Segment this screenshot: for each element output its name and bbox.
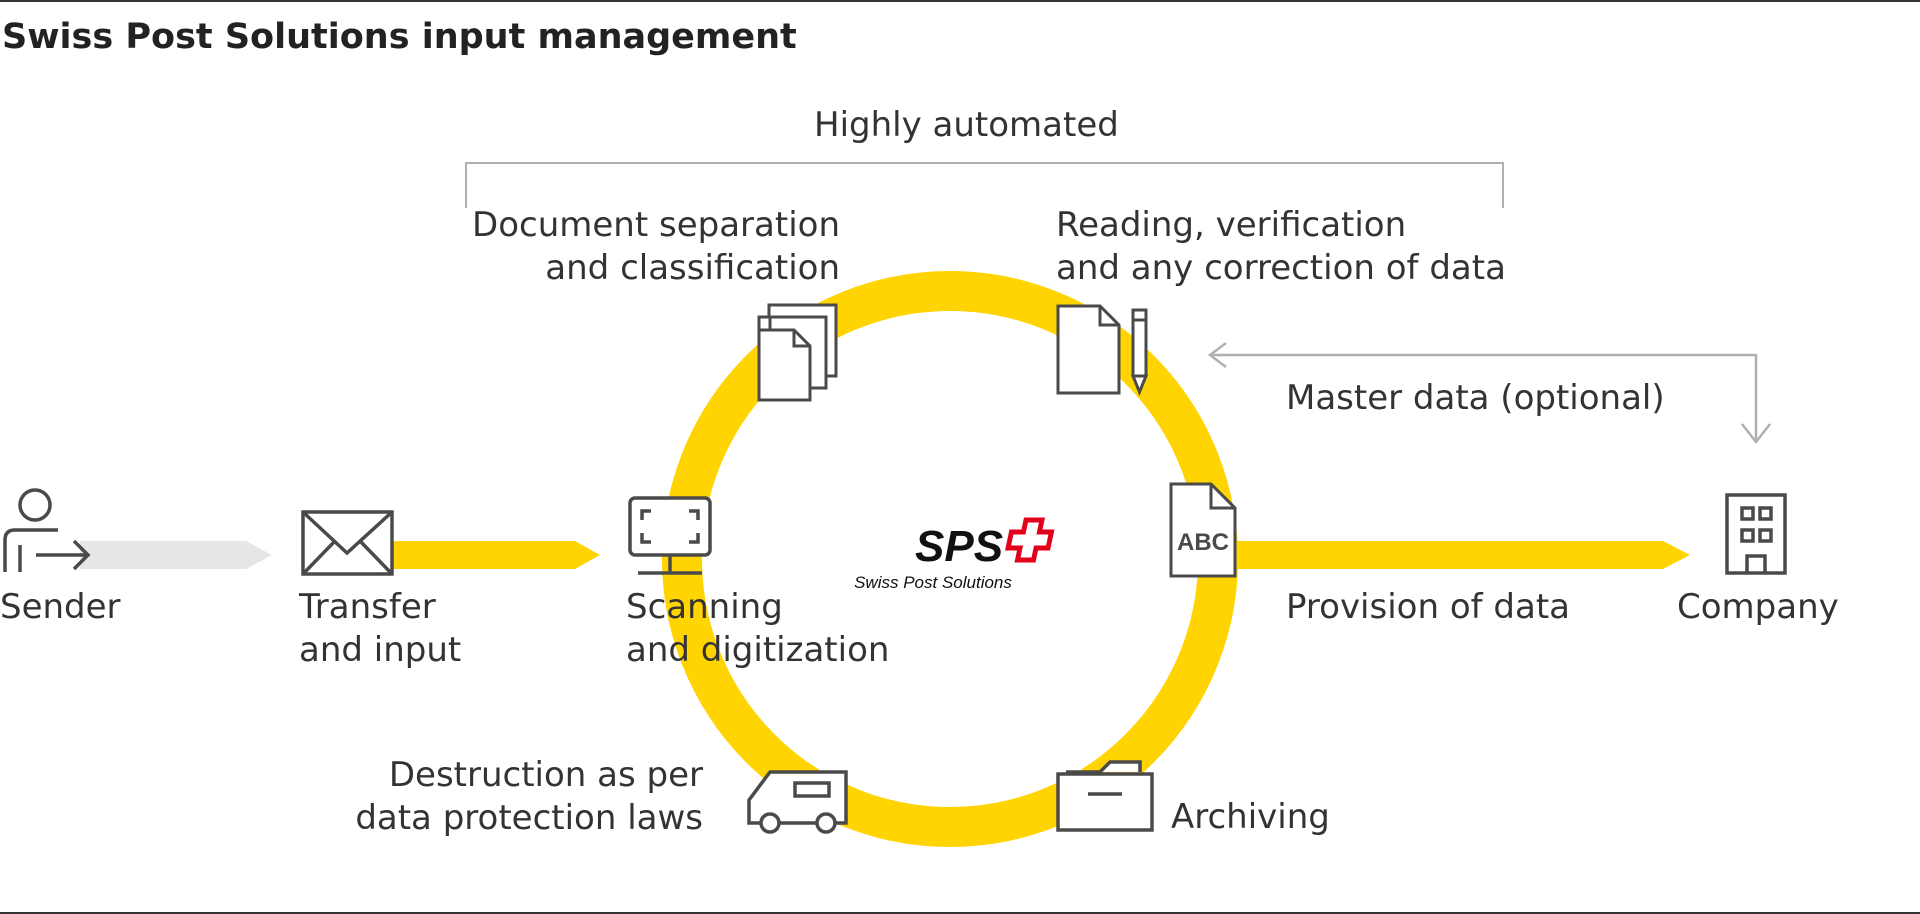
person-icon bbox=[3, 488, 91, 572]
top-rule bbox=[0, 0, 1920, 2]
step-destruction-line-1: Destruction as per bbox=[388, 755, 703, 795]
master-data-arrow bbox=[1207, 342, 1771, 445]
step-separation-line-1: Document separation bbox=[472, 205, 840, 245]
automation-bracket bbox=[465, 162, 1504, 208]
step-reading-label: Reading, verification and any correction… bbox=[1056, 204, 1506, 290]
step-transfer-line-1: Transfer bbox=[299, 587, 436, 627]
step-transfer-line-2: and input bbox=[299, 630, 462, 670]
van-icon bbox=[747, 770, 848, 834]
swiss-cross-icon bbox=[1005, 517, 1055, 563]
provision-arrow bbox=[1236, 541, 1690, 569]
step-destruction-line-2: data protection laws bbox=[355, 798, 703, 838]
step-sender-label: Sender bbox=[0, 587, 121, 627]
step-destruction-label: Destruction as per data protection laws bbox=[355, 754, 703, 840]
step-scanning-line-2: and digitization bbox=[626, 630, 890, 670]
transfer-arrow bbox=[392, 541, 600, 569]
step-provision-label: Provision of data bbox=[1286, 587, 1570, 627]
step-reading-line-2: and any correction of data bbox=[1056, 248, 1506, 288]
step-scanning-line-1: Scanning bbox=[626, 587, 783, 627]
sps-logo-name: Swiss Post Solutions bbox=[854, 573, 1012, 592]
abc-document-icon: ABC bbox=[1169, 482, 1237, 578]
group-label-highly-automated: Highly automated bbox=[814, 105, 1119, 145]
step-reading-line-1: Reading, verification bbox=[1056, 205, 1407, 245]
document-pencil-icon bbox=[1056, 304, 1149, 396]
sps-logo-text: SPS bbox=[915, 522, 1003, 571]
documents-icon bbox=[757, 303, 838, 402]
envelope-icon bbox=[301, 510, 394, 576]
step-separation-label: Document separation and classification bbox=[472, 204, 840, 290]
sps-logo: SPS Swiss Post Solutions bbox=[854, 517, 1055, 592]
step-company-label: Company bbox=[1677, 587, 1839, 627]
bottom-rule bbox=[0, 912, 1920, 914]
step-archiving-label: Archiving bbox=[1171, 797, 1330, 837]
step-transfer-label: Transfer and input bbox=[299, 586, 461, 672]
master-data-label: Master data (optional) bbox=[1286, 378, 1665, 418]
building-icon bbox=[1725, 493, 1787, 575]
sender-arrow bbox=[80, 541, 272, 569]
page-title: Swiss Post Solutions input management bbox=[2, 17, 797, 57]
svg-text:ABC: ABC bbox=[1177, 529, 1229, 556]
monitor-icon bbox=[628, 496, 712, 575]
step-separation-line-2: and classification bbox=[545, 248, 840, 288]
step-scanning-label: Scanning and digitization bbox=[626, 586, 889, 672]
folder-box-icon bbox=[1056, 760, 1154, 832]
